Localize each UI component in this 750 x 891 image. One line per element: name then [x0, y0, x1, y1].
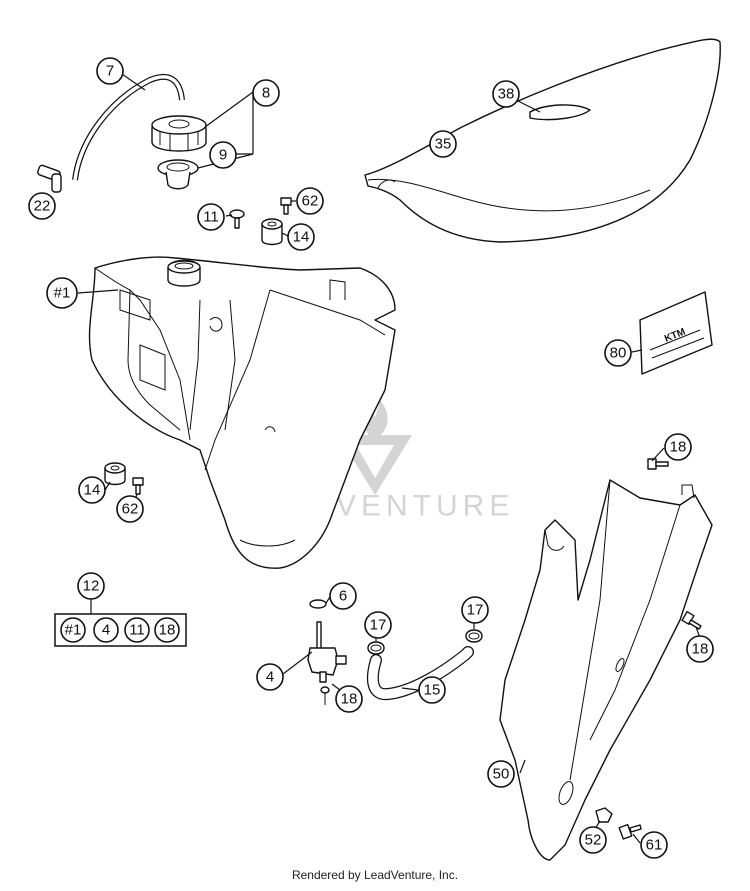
svg-text:15: 15 — [424, 682, 441, 699]
svg-text:4: 4 — [102, 622, 110, 639]
svg-text:50: 50 — [493, 766, 510, 783]
fuel-tank — [88, 256, 396, 569]
callout-38[interactable]: 38 — [492, 80, 520, 108]
bolt-lower — [618, 823, 642, 840]
kit-item-11[interactable]: 11 — [124, 617, 150, 643]
rubber-spacer-lower — [104, 462, 126, 486]
svg-text:62: 62 — [122, 501, 139, 518]
svg-text:61: 61 — [646, 837, 663, 854]
callout-8[interactable]: 8 — [252, 79, 280, 107]
callout-22[interactable]: 22 — [28, 192, 56, 220]
svg-text:4: 4 — [266, 669, 274, 686]
svg-text:18: 18 — [341, 691, 358, 708]
rubber-spacer — [261, 218, 283, 246]
hose-clamp-left — [367, 641, 385, 655]
callout-52[interactable]: 52 — [579, 826, 607, 854]
callout-4[interactable]: 4 — [256, 663, 284, 691]
callout-7[interactable]: 7 — [96, 57, 124, 85]
svg-text:62: 62 — [302, 193, 319, 210]
callout-1[interactable]: #1 — [46, 277, 78, 309]
svg-text:9: 9 — [219, 147, 227, 164]
fuel-tap — [307, 621, 347, 705]
svg-text:11: 11 — [203, 209, 219, 226]
callout-62-upper[interactable]: 62 — [296, 187, 324, 215]
callout-18-upper-right[interactable]: 18 — [664, 433, 692, 461]
callout-6[interactable]: 6 — [329, 582, 357, 610]
callout-18-fuel-tap[interactable]: 18 — [335, 685, 363, 713]
svg-text:14: 14 — [84, 482, 101, 499]
callout-14-lower[interactable]: 14 — [78, 476, 106, 504]
svg-text:6: 6 — [339, 588, 347, 605]
o-ring — [309, 599, 327, 609]
seat — [364, 38, 721, 243]
fuel-cap — [151, 115, 207, 152]
small-bolt — [280, 197, 292, 215]
svg-text:14: 14 — [293, 229, 310, 246]
svg-text:11: 11 — [129, 622, 145, 639]
svg-text:12: 12 — [83, 578, 100, 595]
callout-9[interactable]: 9 — [209, 141, 237, 169]
callout-12[interactable]: 12 — [77, 572, 105, 600]
svg-text:52: 52 — [585, 832, 602, 849]
small-bolt-lower — [132, 477, 144, 495]
svg-text:18: 18 — [692, 641, 709, 658]
footer-credit: Rendered by LeadVenture, Inc. — [291, 868, 459, 882]
svg-text:38: 38 — [498, 86, 515, 103]
hose-clamp-right — [465, 629, 483, 643]
kit-item-1[interactable]: #1 — [60, 617, 86, 643]
svg-text:80: 80 — [610, 345, 627, 362]
bolt-upper-right — [647, 458, 669, 470]
svg-text:#1: #1 — [65, 622, 82, 639]
callout-18-middle-right[interactable]: 18 — [686, 635, 714, 663]
svg-text:18: 18 — [670, 439, 687, 456]
callout-14-upper[interactable]: 14 — [287, 223, 315, 251]
screw — [229, 209, 245, 229]
decal: KTM — [639, 291, 713, 375]
svg-text:17: 17 — [370, 617, 387, 634]
callout-62-lower[interactable]: 62 — [116, 495, 144, 523]
kit-item-18[interactable]: 18 — [154, 617, 180, 643]
svg-text:18: 18 — [159, 622, 176, 639]
svg-text:22: 22 — [34, 198, 51, 215]
callout-11[interactable]: 11 — [197, 203, 225, 231]
kit-box: #1 4 11 18 — [54, 613, 187, 647]
hose-fitting — [37, 164, 62, 193]
callout-17-right[interactable]: 17 — [461, 596, 489, 624]
cap-gasket — [157, 159, 199, 190]
callout-15[interactable]: 15 — [418, 676, 446, 704]
nut — [595, 807, 613, 823]
callout-50[interactable]: 50 — [487, 760, 515, 788]
callout-61[interactable]: 61 — [640, 831, 668, 859]
svg-text:7: 7 — [106, 63, 114, 80]
svg-text:17: 17 — [467, 602, 484, 619]
kit-item-4[interactable]: 4 — [93, 617, 119, 643]
fuel-hose — [366, 646, 474, 701]
callout-80[interactable]: 80 — [604, 339, 632, 367]
callout-35[interactable]: 35 — [429, 130, 457, 158]
callout-17-left[interactable]: 17 — [364, 611, 392, 639]
svg-text:8: 8 — [262, 85, 270, 102]
radiator-shroud — [499, 479, 713, 861]
bolt-middle-right — [681, 610, 702, 630]
svg-text:#1: #1 — [54, 285, 71, 302]
svg-text:35: 35 — [435, 136, 452, 153]
